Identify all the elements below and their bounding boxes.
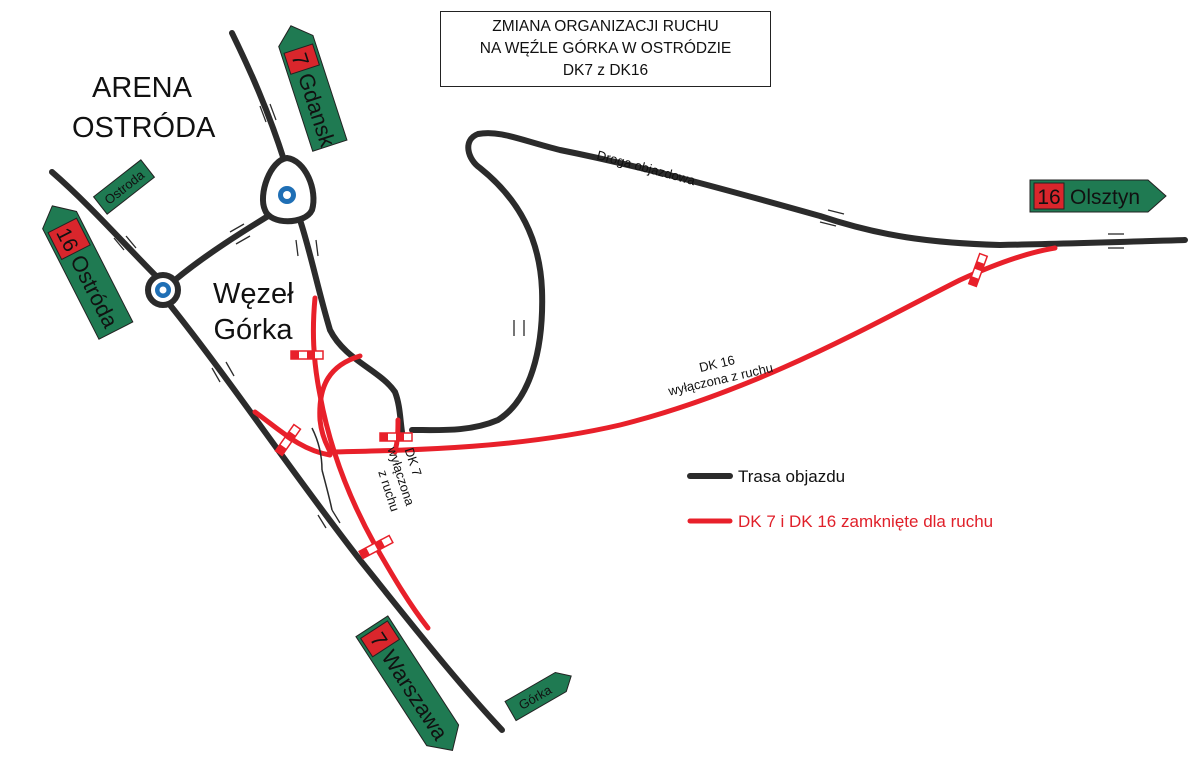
traffic-lines: [311, 427, 333, 511]
road-upper-link: [297, 217, 405, 435]
title-line3: DK7 z DK16: [562, 62, 649, 79]
route-number-badge: [47, 217, 91, 261]
sign-gdansk: 7 Gdansk: [278, 25, 348, 152]
wezel-line1: Węzeł: [213, 278, 294, 310]
direction-arrow-icon: [259, 103, 277, 123]
road-barrier-icon: [358, 534, 394, 560]
dk7-closed: [310, 295, 431, 631]
label-dk16: DK 16 wyłączona z ruchu: [666, 352, 775, 399]
legend-detour-label: Trasa objazdu: [738, 467, 845, 486]
road-barrier-icon: [967, 252, 989, 288]
legend: Trasa objazdu DK 7 i DK 16 zamknięte dla…: [687, 467, 993, 531]
arena-line2: OSTRÓDA: [72, 112, 216, 144]
title-line2: NA WĘŹLE GÓRKA W OSTRÓDZIE: [479, 40, 732, 57]
route-number-badge: [1033, 182, 1065, 210]
direction-arrow-icon: [113, 235, 137, 251]
sign-olsztyn: 16 Olsztyn: [1029, 179, 1167, 213]
label-arena-ostroda: ARENA OSTRÓDA: [72, 68, 216, 148]
direction-arrow-icon: [1108, 233, 1124, 249]
direction-arrow-icon: [295, 239, 319, 257]
dk16-closed: [327, 245, 1058, 455]
direction-arrow-icon: [229, 223, 251, 245]
label-droga-objazdowa: Droga objazdowa: [595, 147, 697, 188]
road-barrier-icon: [290, 350, 324, 360]
sign-warszawa: 7 Warszawa: [355, 615, 460, 751]
direction-arrow-icon: [513, 320, 525, 336]
direction-arrow-icon: [211, 361, 235, 383]
left-roundabout: [145, 272, 181, 308]
map-title-box: ZMIANA ORGANIZACJI RUCHU NA WĘŹLE GÓRKA …: [440, 11, 771, 87]
title-line1: ZMIANA ORGANIZACJI RUCHU: [492, 18, 719, 35]
route-number-badge: [359, 620, 401, 658]
sign-olsztyn-name: Olsztyn: [1070, 186, 1140, 209]
sign-ostroda-small: Ostroda: [92, 159, 156, 215]
direction-arrow-icon: [819, 209, 845, 227]
road-ostroda: [49, 169, 161, 281]
road-gdansk: [229, 30, 287, 163]
road-olsztyn: [409, 130, 1188, 434]
upper-roundabout: [259, 154, 317, 225]
label-wezel-gorka: Węzeł Górka: [213, 276, 294, 348]
direction-arrow-icon: [317, 509, 341, 529]
ramp-loop: [317, 353, 363, 455]
road-warszawa: [167, 302, 505, 733]
sign-ostroda-16: 16 Ostróda: [42, 205, 134, 340]
road-barriers: [274, 252, 989, 560]
road-barrier-icon: [274, 423, 302, 457]
closed-roads: [252, 245, 1058, 631]
direction-arrows: [113, 103, 1124, 529]
sign-olsztyn-number: 16: [1037, 186, 1060, 209]
detour-roads: [49, 30, 1188, 733]
road-link-roundabouts: [172, 207, 281, 283]
wezel-line2: Górka: [213, 314, 293, 346]
road-barrier-icon: [379, 432, 413, 442]
legend-closed-label: DK 7 i DK 16 zamknięte dla ruchu: [738, 512, 993, 531]
route-number-badge: [283, 43, 321, 75]
sign-gorka-small: Górka: [504, 671, 572, 722]
arena-line1: ARENA: [92, 72, 192, 104]
